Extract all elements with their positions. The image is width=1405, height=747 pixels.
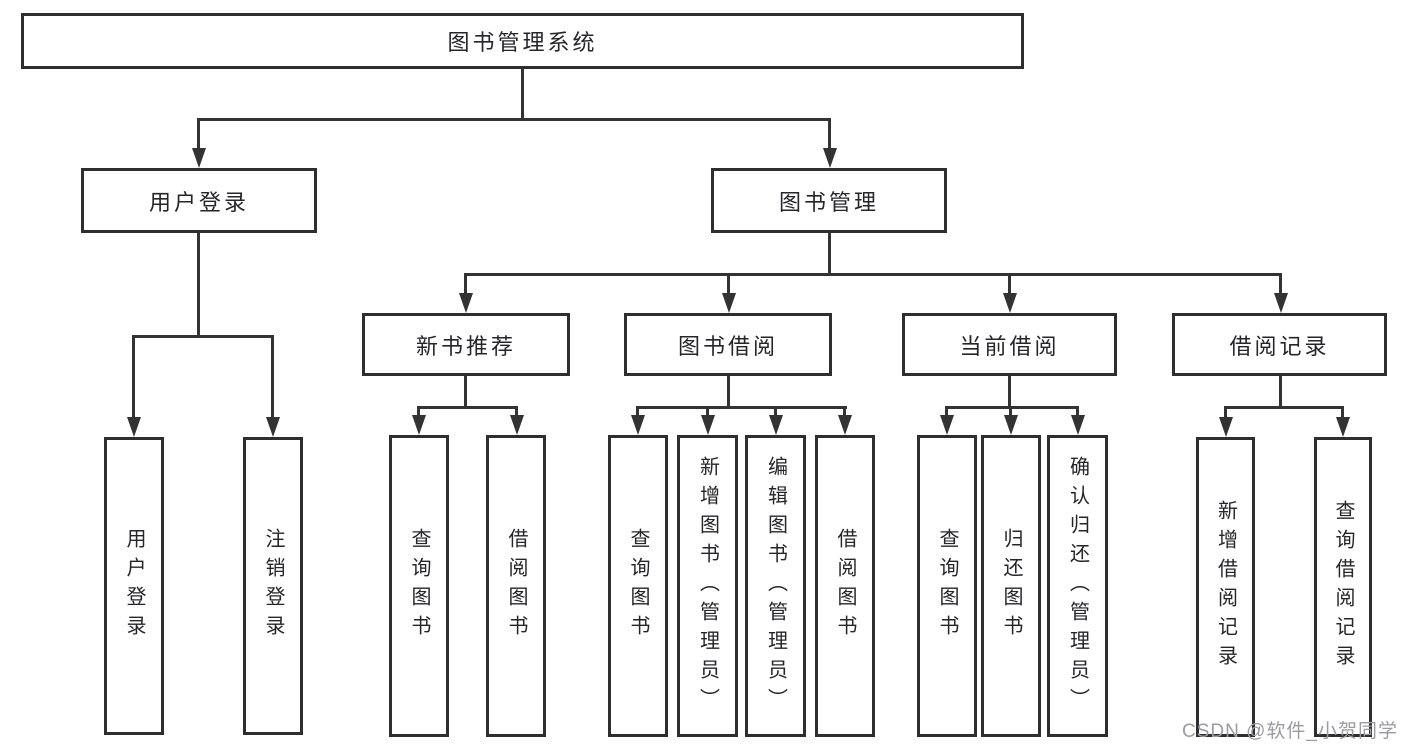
leaf-user-login: 用户登录: [104, 437, 164, 735]
node-root: 图书管理系统: [21, 13, 1024, 69]
connector-drop-book-borrow: [727, 273, 730, 295]
leaf-query-books-1: 查询图书: [389, 435, 449, 737]
connector-drop-query-record: [1341, 406, 1344, 419]
connector-drop-leaf-logout: [271, 335, 274, 418]
arrow-into-book-borrow: [722, 293, 736, 313]
leaf-borrow-books-1: 借阅图书: [486, 435, 546, 737]
connector-drop-query-books-2: [636, 406, 639, 417]
node-book-borrow: 图书借阅: [624, 313, 832, 376]
connector-drop-borrow-books-2: [843, 406, 846, 417]
leaf-confirm-return-admin: 确认归还（管理员）: [1047, 435, 1108, 737]
connector-book-borrow-stem: [727, 376, 730, 406]
arrow-into-query-books-1: [412, 415, 426, 435]
arrow-into-confirm-return: [1071, 415, 1085, 435]
arrow-into-borrow-books-1: [510, 415, 524, 435]
connector-drop-add-books: [706, 406, 709, 417]
leaf-edit-books-admin: 编辑图书（管理员）: [745, 435, 806, 737]
arrow-into-book-mgmt: [823, 148, 837, 168]
arrow-into-query-record: [1336, 417, 1350, 437]
connector-drop-return-books: [1009, 406, 1012, 417]
connector-new-book-split: [417, 406, 518, 409]
arrow-into-return-books: [1004, 415, 1018, 435]
leaf-query-books-2: 查询图书: [608, 435, 668, 737]
csdn-watermark: CSDN @软件_小贺同学: [1182, 721, 1398, 742]
connector-drop-borrow-records: [1279, 273, 1282, 295]
leaf-logout: 注销登录: [243, 437, 303, 735]
leaf-borrow-books-2: 借阅图书: [815, 435, 875, 737]
leaf-return-books: 归还图书: [981, 435, 1041, 737]
connector-new-book-stem: [464, 376, 467, 406]
arrow-into-add-books: [701, 415, 715, 435]
node-user-login: 用户登录: [81, 168, 317, 233]
node-current-borrow: 当前借阅: [902, 313, 1117, 376]
arrow-into-current-borrow: [1003, 293, 1017, 313]
arrow-into-borrow-records: [1274, 293, 1288, 313]
arrow-into-query-books-2: [631, 415, 645, 435]
leaf-query-borrow-record: 查询借阅记录: [1314, 437, 1372, 737]
arrow-into-leaf-logout: [266, 417, 280, 437]
arrow-into-new-book: [459, 293, 473, 313]
arrow-into-leaf-user-login: [127, 417, 141, 437]
arrow-into-query-books-3: [940, 415, 954, 435]
connector-drop-query-books-1: [417, 406, 420, 417]
leaf-add-borrow-record: 新增借阅记录: [1196, 437, 1255, 737]
connector-drop-user-login: [197, 118, 200, 150]
connector-drop-new-book: [464, 273, 467, 295]
connector-drop-add-record: [1224, 406, 1227, 419]
arrow-into-edit-books: [769, 415, 783, 435]
connector-book-mgmt-split: [464, 273, 1282, 276]
arrow-into-borrow-books-2: [838, 415, 852, 435]
connector-user-login-split: [132, 335, 274, 338]
connector-book-mgmt-stem: [828, 233, 831, 273]
connector-user-login-stem: [197, 233, 200, 335]
connector-drop-leaf-user-login: [132, 335, 135, 418]
connector-borrow-records-split: [1224, 406, 1344, 409]
connector-borrow-records-stem: [1279, 376, 1282, 406]
connector-drop-current-borrow: [1008, 273, 1011, 295]
connector-drop-borrow-books-1: [515, 406, 518, 417]
connector-drop-confirm-return: [1076, 406, 1079, 417]
leaf-query-books-3: 查询图书: [917, 435, 977, 737]
node-book-management: 图书管理: [711, 168, 947, 233]
leaf-add-books-admin: 新增图书（管理员）: [677, 435, 738, 737]
node-borrow-records: 借阅记录: [1172, 313, 1387, 376]
connector-current-borrow-split: [945, 406, 1079, 409]
connector-root-split: [197, 118, 831, 121]
connector-current-borrow-stem: [1008, 376, 1011, 406]
connector-root-stem: [521, 69, 524, 118]
connector-drop-edit-books: [774, 406, 777, 417]
connector-drop-query-books-3: [945, 406, 948, 417]
connector-book-borrow-split: [636, 406, 847, 409]
connector-drop-book-mgmt: [828, 118, 831, 150]
node-new-book-recommend: 新书推荐: [362, 313, 570, 376]
arrow-into-add-record: [1219, 417, 1233, 437]
arrow-into-user-login: [192, 148, 206, 168]
